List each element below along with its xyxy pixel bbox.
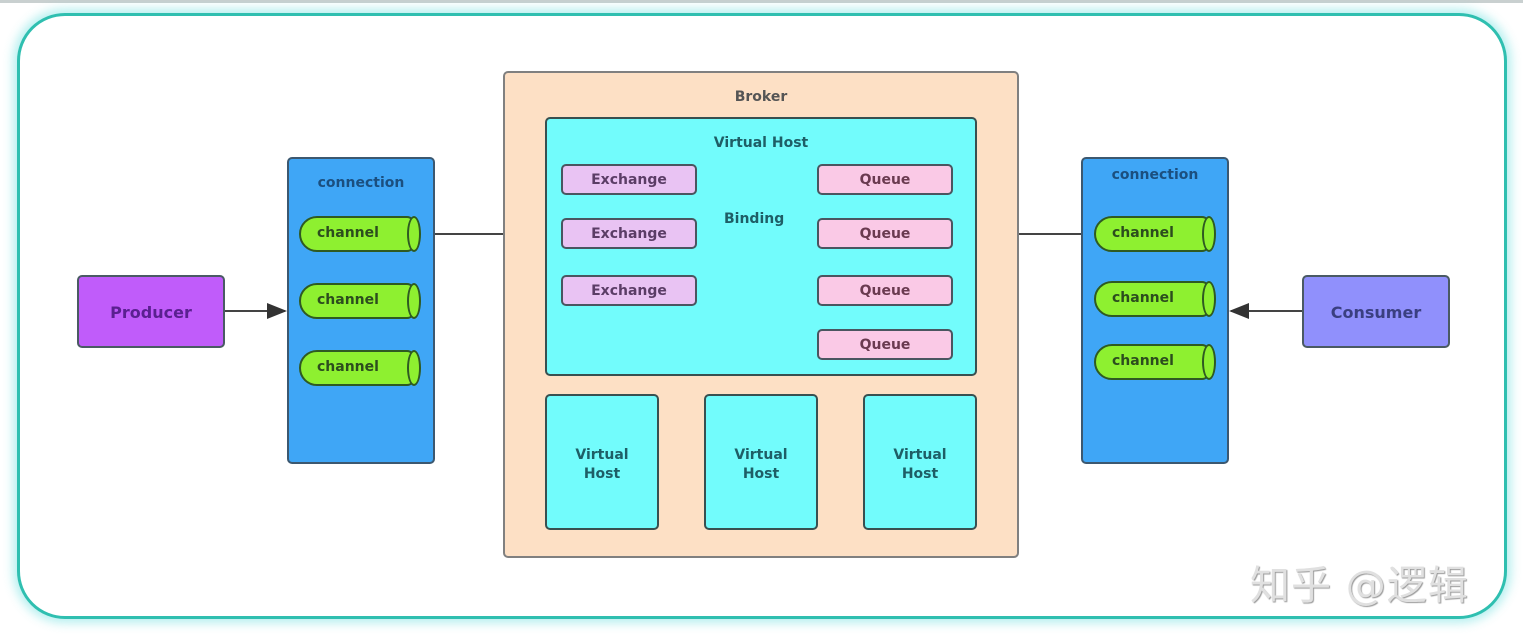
virtual-host-4: Virtual Host [863,394,977,530]
channel-right-1: channel [1094,216,1216,252]
queue-3: Queue [817,275,953,306]
channel-label: channel [1112,353,1174,369]
cylinder-cap-icon [407,283,421,319]
producer-node: Producer [77,275,225,348]
exchange-1: Exchange [561,164,697,195]
connection-title: connection [1111,167,1199,183]
queue-2: Queue [817,218,953,249]
virtual-host-3: Virtual Host [704,394,818,530]
cylinder-cap-icon [1202,344,1216,380]
queue-label: Queue [859,172,911,188]
virtual-host-title: Virtual Host [713,135,809,151]
cylinder-cap-icon [1202,281,1216,317]
binding-label: Binding [724,211,785,227]
consumer-label: Consumer [1330,303,1422,322]
queue-4: Queue [817,329,953,360]
exchange-label: Exchange [591,172,667,188]
producer-label: Producer [110,303,192,322]
virtual-host-2: Virtual Host [545,394,659,530]
channel-label: channel [1112,290,1174,306]
channel-left-2: channel [299,283,421,319]
exchange-3: Exchange [561,275,697,306]
channel-right-3: channel [1094,344,1216,380]
queue-label: Queue [859,337,911,353]
cylinder-cap-icon [1202,216,1216,252]
exchange-label: Exchange [591,226,667,242]
queue-label: Queue [859,283,911,299]
queue-label: Queue [859,226,911,242]
broker-title: Broker [734,89,788,105]
watermark: 知乎 @逻辑 [1250,563,1469,609]
exchange-label: Exchange [591,283,667,299]
queue-1: Queue [817,164,953,195]
consumer-node: Consumer [1302,275,1450,348]
virtual-host-label: Virtual Host [575,447,629,482]
channel-left-1: channel [299,216,421,252]
virtual-host-label: Virtual Host [734,447,788,482]
channel-label: channel [317,359,379,375]
virtual-host-label: Virtual Host [893,447,947,482]
channel-left-3: channel [299,350,421,386]
channel-label: channel [317,225,379,241]
connection-title: connection [317,175,405,191]
exchange-2: Exchange [561,218,697,249]
channel-label: channel [317,292,379,308]
top-edge-line [0,0,1523,3]
cylinder-cap-icon [407,350,421,386]
cylinder-cap-icon [407,216,421,252]
channel-label: channel [1112,225,1174,241]
channel-right-2: channel [1094,281,1216,317]
